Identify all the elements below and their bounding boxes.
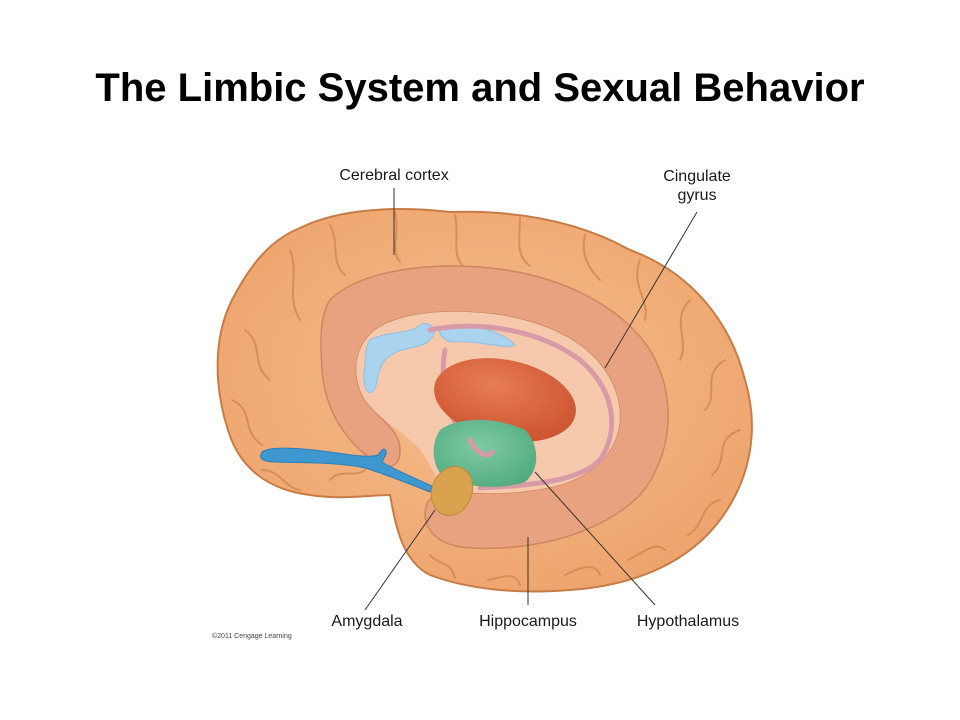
- fornix-hook: [467, 437, 495, 458]
- leader-line-hypothalamus: [534, 471, 656, 606]
- copyright-notice: ©2011 Cengage Learning: [212, 633, 292, 640]
- olfactory-tract-shape: [260, 447, 433, 493]
- leader-line-cingulate-gyrus: [604, 211, 698, 369]
- label-cingulate-gyrus-line1: Cingulate: [663, 168, 731, 185]
- leader-lines: [364, 188, 698, 611]
- cortex-gyri-folds: [231, 211, 741, 586]
- label-cerebral-cortex: Cerebral cortex: [339, 167, 449, 184]
- label-hypothalamus: Hypothalamus: [636, 613, 740, 630]
- label-hippocampus: Hippocampus: [479, 613, 577, 630]
- slide-title: The Limbic System and Sexual Behavior: [95, 66, 865, 110]
- label-amygdala: Amygdala: [331, 613, 403, 630]
- leader-line-amygdala: [364, 509, 436, 611]
- label-cingulate-gyrus-line2: gyrus: [677, 187, 717, 204]
- amygdala-shape: [430, 466, 474, 516]
